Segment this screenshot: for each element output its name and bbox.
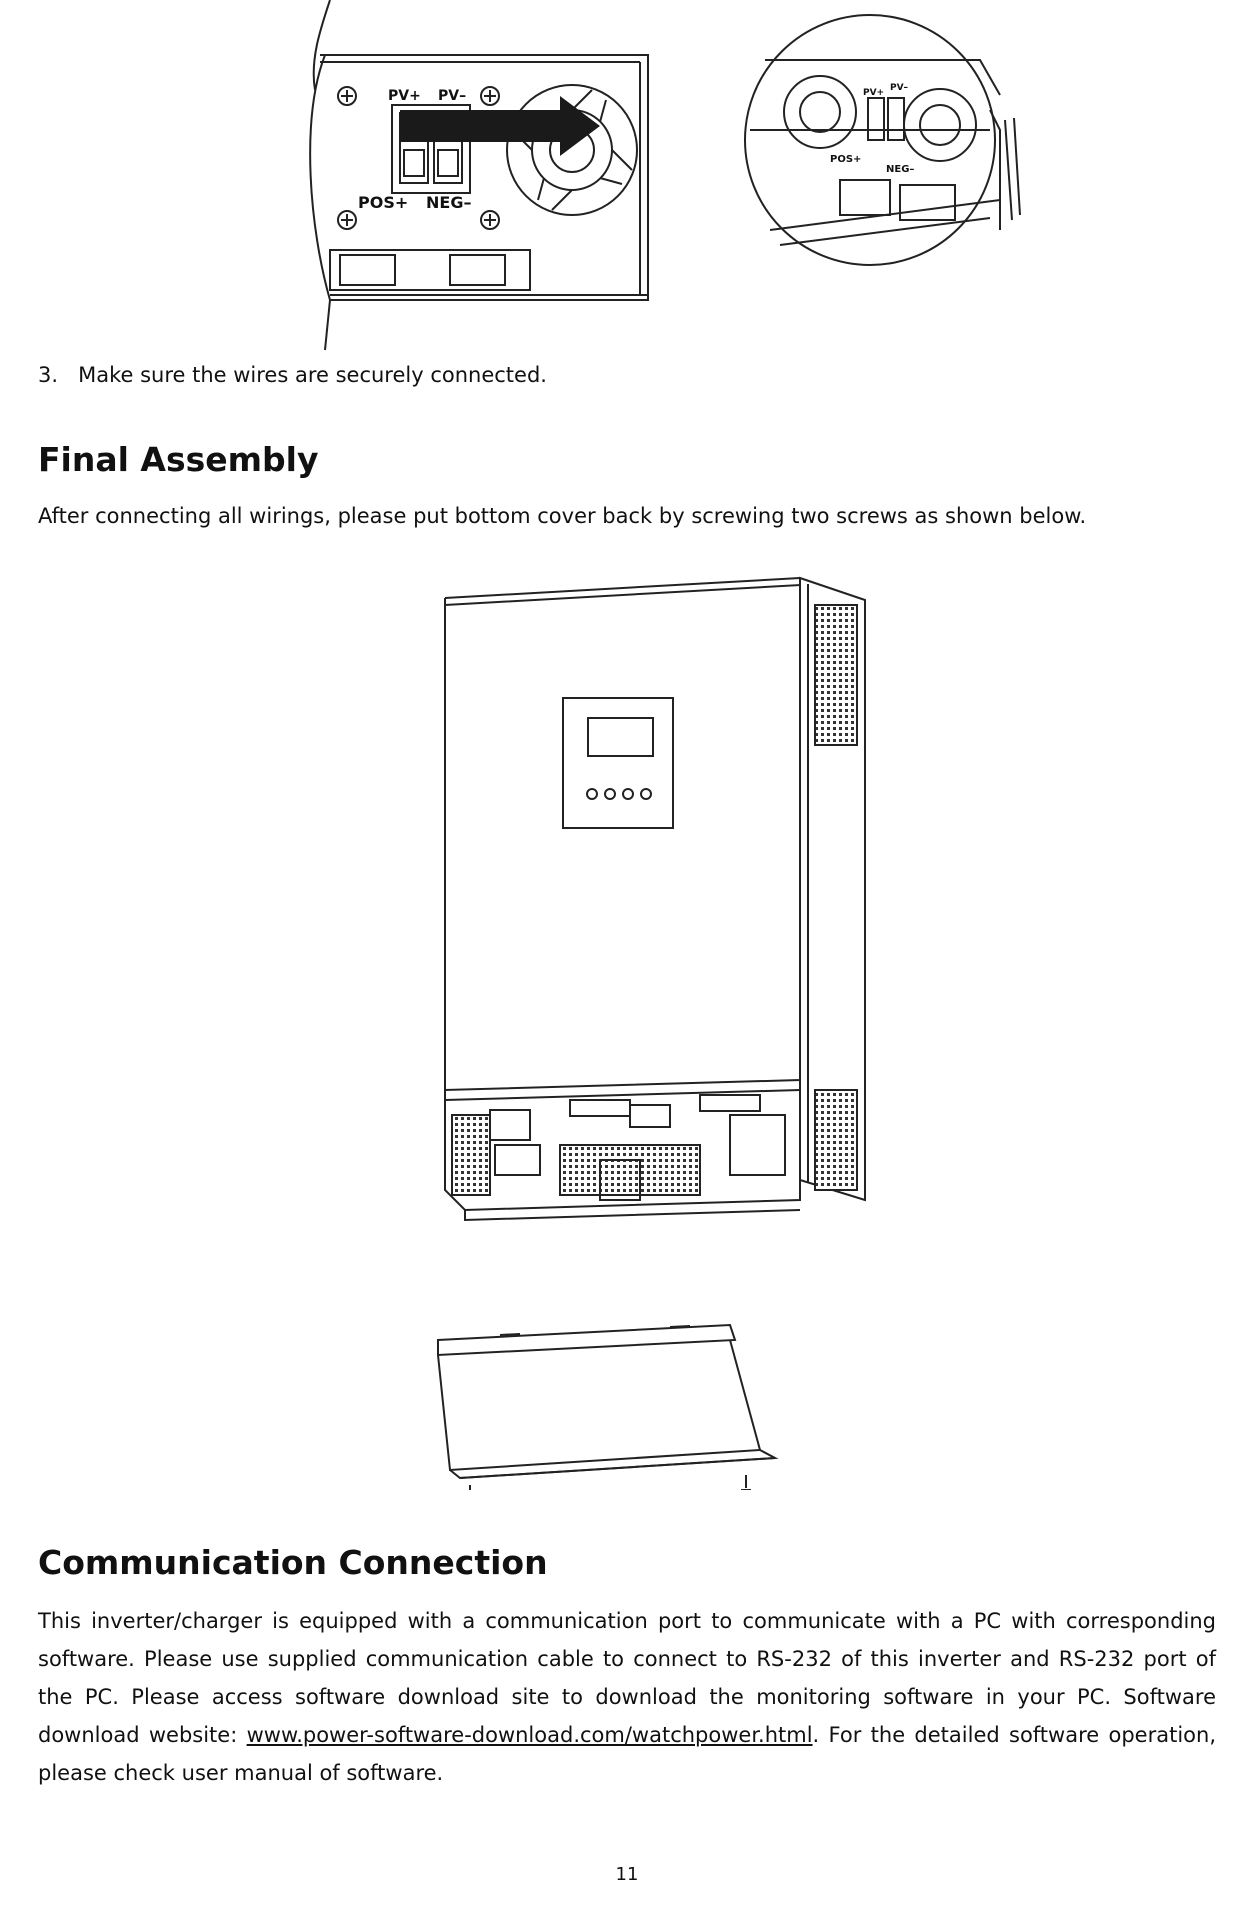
step-number: 3. — [38, 363, 59, 387]
final-assembly-paragraph: After connecting all wirings, please put… — [38, 504, 1087, 528]
communication-paragraph: This inverter/charger is equipped with a… — [38, 1602, 1216, 1792]
pv-terminal-figure: PV+ PV– POS+ NEG– PV+ PV– POS+ NEG– — [309, 0, 1021, 351]
pv-neg-label: PV– — [438, 88, 466, 104]
neg-label: NEG– — [426, 193, 471, 212]
pv-pos-label: PV+ — [388, 88, 421, 104]
page-number: 11 — [615, 1864, 639, 1885]
final-assembly-heading: Final Assembly — [38, 440, 319, 479]
step-3: 3. Make sure the wires are securely conn… — [38, 356, 1216, 394]
zoom-pv-pos-label: PV+ — [863, 88, 884, 98]
software-download-link[interactable]: www.power-software-download.com/watchpow… — [246, 1723, 813, 1747]
communication-text-before-link: This inverter/charger is equipped with a… — [38, 1609, 1216, 1747]
zoom-pv-neg-label: PV– — [890, 83, 909, 93]
pos-label: POS+ — [358, 193, 408, 212]
communication-text-after-link: . For the detailed software operation, p… — [38, 1723, 1216, 1785]
zoom-pos-label: POS+ — [830, 154, 861, 165]
inverter-assembly-figure — [437, 576, 866, 1490]
zoom-neg-label: NEG– — [886, 164, 914, 175]
step-text: Make sure the wires are securely connect… — [78, 363, 547, 387]
communication-heading: Communication Connection — [38, 1543, 548, 1582]
